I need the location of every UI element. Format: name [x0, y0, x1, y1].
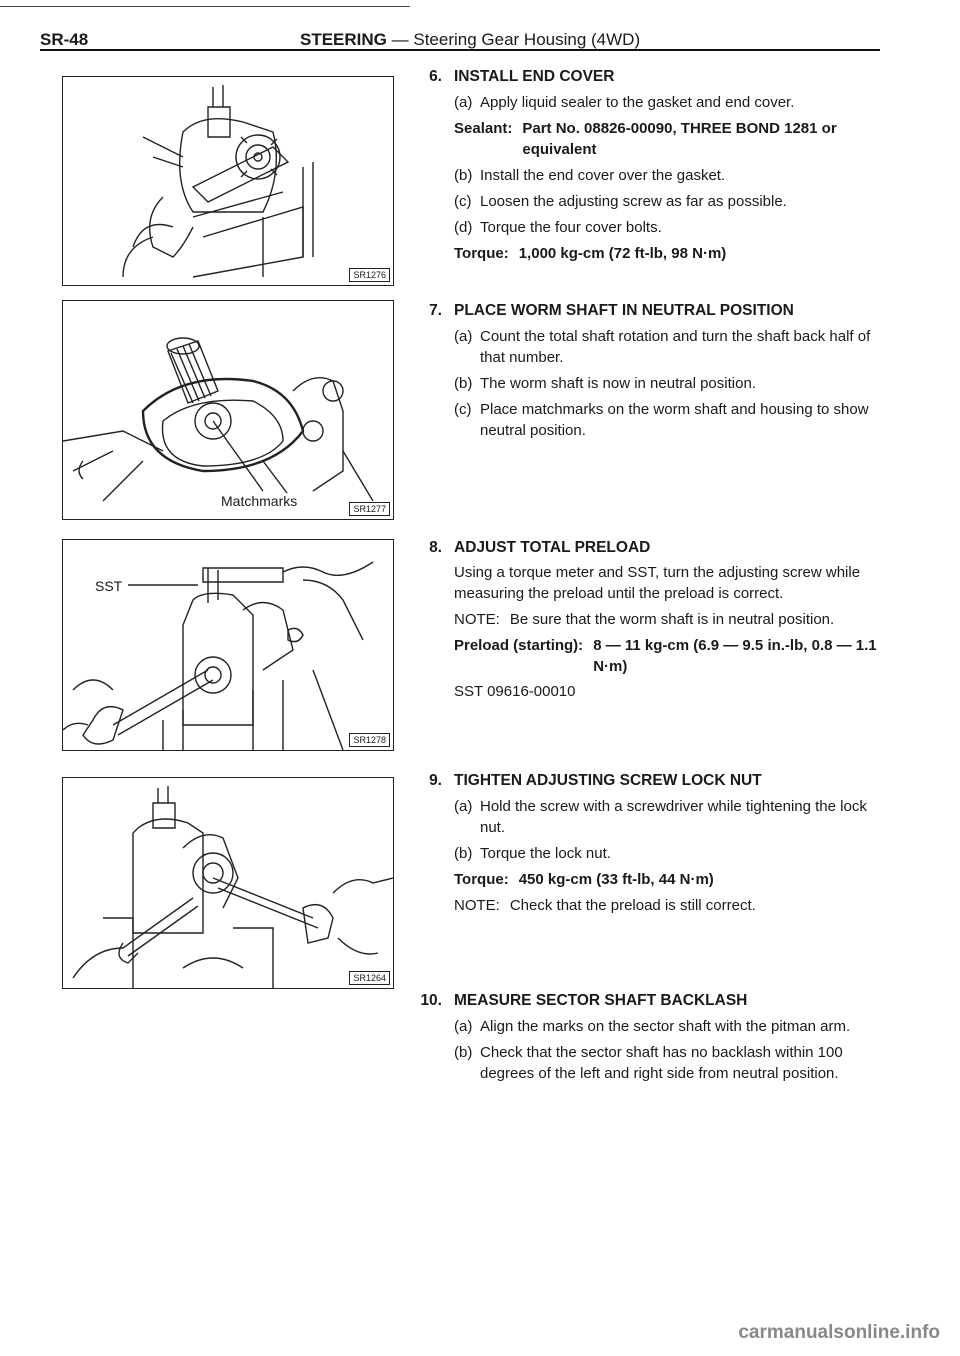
substep-label: (a)	[454, 328, 473, 345]
worm-shaft-illustration	[63, 337, 374, 502]
substep: (a) Apply liquid sealer to the gasket and…	[408, 92, 888, 113]
step-heading: 6. INSTALL END COVER	[408, 66, 888, 87]
substep-text: The worm shaft is now in neutral positio…	[480, 375, 756, 392]
substep: (b) The worm shaft is now in neutral posi…	[408, 373, 888, 394]
note-key: NOTE:	[454, 897, 500, 914]
step-number: 9.	[429, 772, 442, 789]
note-text: Check that the preload is still correct.	[509, 897, 756, 914]
note: NOTE: Check that the preload is still cor…	[408, 895, 888, 916]
step-heading: 9. TIGHTEN ADJUSTING SCREW LOCK NUT	[408, 770, 888, 791]
end-cover-illustration	[122, 85, 314, 278]
step-title: INSTALL END COVER	[454, 68, 615, 85]
step-heading: 8. ADJUST TOTAL PRELOAD	[408, 537, 888, 558]
sealant-spec: Sealant: Part No. 08826-00090, THREE BOND…	[408, 118, 888, 160]
page-title: STEERING — Steering Gear Housing (4WD)	[300, 30, 640, 50]
substep: (c) Loosen the adjusting screw as far as …	[408, 191, 888, 212]
figure-preload: SST SR1278	[62, 539, 394, 751]
substep: (c) Place matchmarks on the worm shaft an…	[408, 399, 888, 441]
figure-lock-nut: SR1264	[62, 777, 394, 989]
note-key: NOTE:	[454, 611, 500, 628]
step-title: PLACE WORM SHAFT IN NEUTRAL POSITION	[454, 302, 794, 319]
substep-label: (b)	[454, 845, 473, 862]
page-code: SR-48	[40, 30, 89, 49]
substep-text: Hold the screw with a screwdriver while …	[480, 798, 867, 836]
preload-spec: Preload (starting): 8 — 11 kg-cm (6.9 — 9…	[408, 635, 888, 677]
substep-label: (a)	[454, 798, 473, 815]
step-install-end-cover: 6. INSTALL END COVER (a) Apply liquid seal…	[408, 66, 888, 264]
substep-text: Check that the sector shaft has no backl…	[480, 1044, 843, 1082]
step-lock-nut: 9. TIGHTEN ADJUSTING SCREW LOCK NUT (a) Ho…	[408, 770, 888, 916]
spec-key: Torque:	[454, 245, 509, 262]
substep-label: (c)	[454, 401, 472, 418]
substep-text: Place matchmarks on the worm shaft and h…	[480, 401, 869, 439]
step-number: 7.	[429, 302, 442, 319]
figure-end-cover: SR1276	[62, 76, 394, 286]
substep-label: (b)	[454, 167, 473, 184]
substep-text: Torque the four cover bolts.	[480, 219, 662, 236]
torque-meter-illustration	[63, 561, 374, 750]
matchmarks-label: Matchmarks	[221, 493, 298, 509]
spec-key: Preload (starting):	[454, 637, 584, 654]
substep-label: (a)	[454, 1018, 473, 1035]
substep-text: Install the end cover over the gasket.	[480, 167, 726, 184]
sst-label: SST	[95, 578, 123, 594]
section-name: STEERING	[300, 30, 387, 49]
substep-text: Torque the lock nut.	[480, 845, 611, 862]
figure-code: SR1264	[349, 971, 390, 985]
note-text: Be sure that the worm shaft is in neutra…	[509, 611, 835, 628]
substep-text: Loosen the adjusting screw as far as pos…	[480, 193, 787, 210]
substep-label: (d)	[454, 219, 473, 236]
header-rule	[40, 49, 880, 51]
spec-value: 8 — 11 kg-cm (6.9 — 9.5 in.-lb, 0.8 — 1.…	[593, 637, 877, 675]
substep: (a) Align the marks on the sector shaft w…	[408, 1016, 888, 1037]
step-title: MEASURE SECTOR SHAFT BACKLASH	[454, 992, 748, 1009]
step-heading: 10. MEASURE SECTOR SHAFT BACKLASH	[408, 990, 888, 1011]
substep-label: (a)	[454, 94, 473, 111]
spec-key: Sealant:	[454, 120, 513, 137]
substep: (b) Check that the sector shaft has no ba…	[408, 1042, 888, 1084]
step-title: TIGHTEN ADJUSTING SCREW LOCK NUT	[454, 772, 762, 789]
substep: (a) Count the total shaft rotation and tu…	[408, 326, 888, 368]
figure-code: SR1277	[349, 502, 390, 516]
spec-value: Part No. 08826-00090, THREE BOND 1281 or…	[522, 120, 837, 158]
substep: (b) Install the end cover over the gasket…	[408, 165, 888, 186]
step-title: ADJUST TOTAL PRELOAD	[454, 539, 651, 556]
step-number: 8.	[429, 539, 442, 556]
page-header: SR-48 STEERING — Steering Gear Housing (…	[40, 26, 880, 54]
watermark: carmanualsonline.info	[738, 1322, 940, 1343]
spec-value: 450 kg-cm (33 ft-lb, 44 N·m)	[518, 871, 714, 888]
top-rule	[0, 6, 410, 7]
substep: (b) Torque the lock nut.	[408, 843, 888, 864]
note: NOTE: Be sure that the worm shaft is in n…	[408, 609, 888, 630]
substep-text: Count the total shaft rotation and turn …	[480, 328, 871, 366]
spec-value: 1,000 kg-cm (72 ft-lb, 98 N·m)	[518, 245, 727, 262]
substep-label: (c)	[454, 193, 472, 210]
section-subtitle: — Steering Gear Housing (4WD)	[386, 30, 641, 49]
step-number: 10.	[420, 992, 442, 1009]
figure-code: SR1276	[349, 268, 390, 282]
torque-spec: Torque: 450 kg-cm (33 ft-lb, 44 N·m)	[408, 869, 888, 890]
substep-label: (b)	[454, 1044, 473, 1061]
lock-nut-illustration	[72, 786, 393, 988]
step-text: Using a torque meter and SST, turn the a…	[454, 564, 861, 602]
figure-code: SR1278	[349, 733, 390, 747]
figure-matchmarks: Matchmarks SR1277	[62, 300, 394, 520]
substep-text: Align the marks on the sector shaft with…	[480, 1018, 851, 1035]
step-sector-backlash: 10. MEASURE SECTOR SHAFT BACKLASH (a) Alig…	[408, 990, 888, 1084]
sst-number: SST 09616-00010	[454, 683, 576, 700]
substep: (d) Torque the four cover bolts.	[408, 217, 888, 238]
step-neutral-position: 7. PLACE WORM SHAFT IN NEUTRAL POSITION (…	[408, 300, 888, 441]
spec-key: Torque:	[454, 871, 509, 888]
substep-label: (b)	[454, 375, 473, 392]
step-total-preload: 8. ADJUST TOTAL PRELOAD Using a torque me…	[408, 537, 888, 702]
substep-text: Apply liquid sealer to the gasket and en…	[480, 94, 795, 111]
step-heading: 7. PLACE WORM SHAFT IN NEUTRAL POSITION	[408, 300, 888, 321]
substep: (a) Hold the screw with a screwdriver whi…	[408, 796, 888, 838]
step-number: 6.	[429, 68, 442, 85]
torque-spec: Torque: 1,000 kg-cm (72 ft-lb, 98 N·m)	[408, 243, 888, 264]
